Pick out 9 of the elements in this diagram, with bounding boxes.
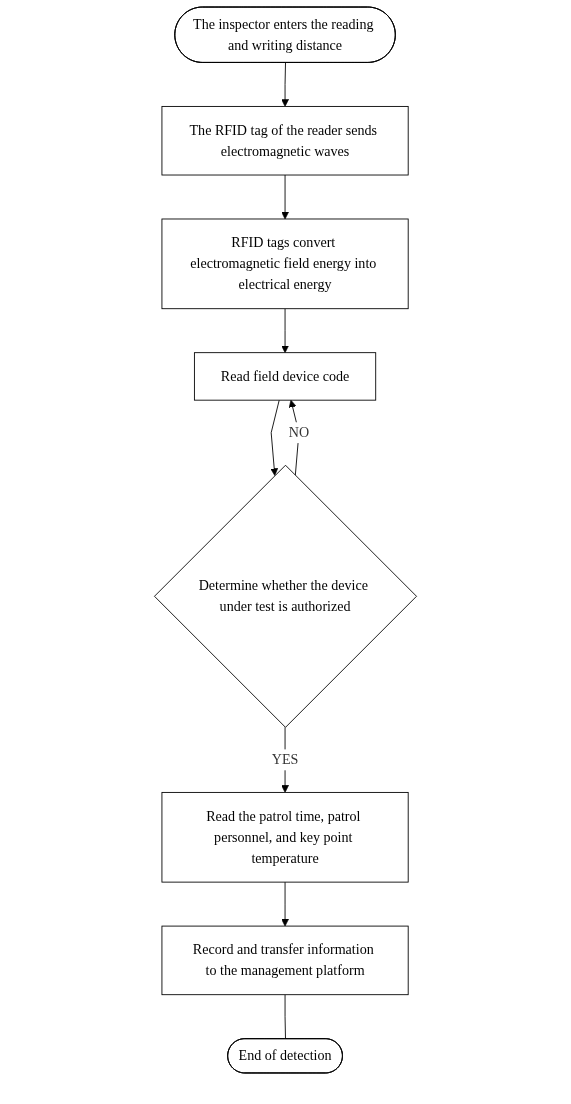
node-box: The RFID tag of the reader sends electromagnetic waves <box>161 106 409 176</box>
edge-label: NO <box>288 424 310 440</box>
node-box: Read field device code <box>193 352 377 401</box>
node-box: RFID tags convert electromagnetic field energy into electrical energy <box>161 218 409 310</box>
node-box: Read the patrol time, patrol personnel, and key point temperature <box>161 791 409 883</box>
node-box: Record and transfer information to the management platform <box>161 925 409 996</box>
connector <box>284 994 286 1040</box>
node-diamond: Determine whether the device under test is authorized <box>154 464 417 728</box>
edge-label: YES <box>271 751 299 767</box>
